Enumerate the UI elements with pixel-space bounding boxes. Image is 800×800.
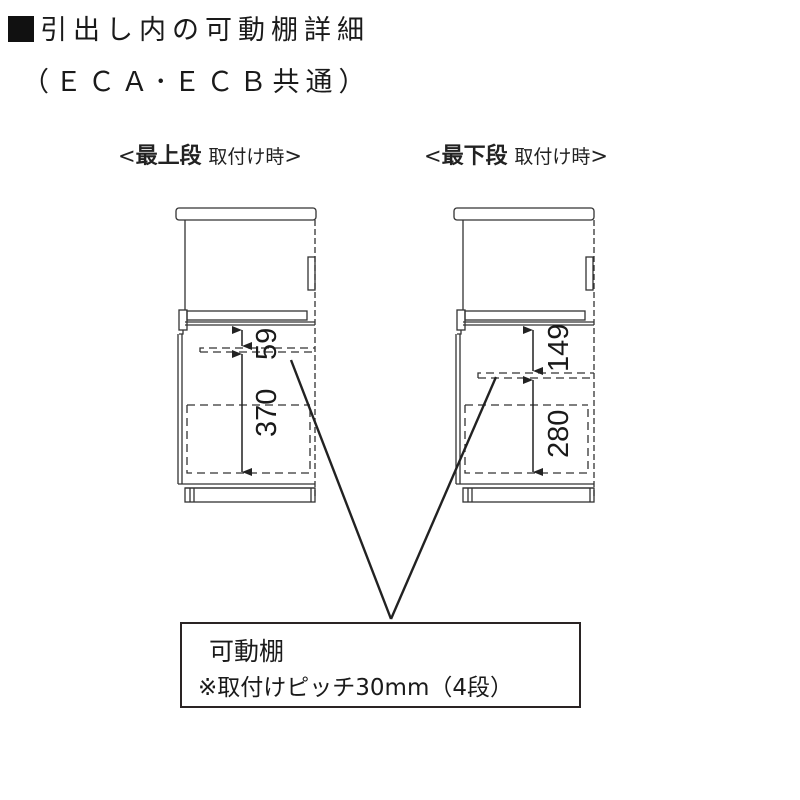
title-text: 引出し内の可動棚詳細 [40,15,370,46]
black-square-icon [8,16,34,42]
caption-open-bracket: < [424,144,442,168]
movable-shelf-callout: 可動棚 ※取付けピッチ30mm（4段） [180,622,581,708]
diagram-subtitle: （ＥＣＡ･ＥＣＢ共通） [22,67,372,98]
dimension-top-gap-left: 59 [251,328,283,360]
cabinet-right [453,207,595,503]
cabinet-left [175,207,317,503]
callout-note: ※取付けピッチ30mm（4段） [198,675,513,701]
caption-open-bracket: < [118,144,136,168]
callout-title: 可動棚 [209,637,285,666]
caption-bold-text: 最上段 [135,144,202,169]
dimension-below-shelf-left: 370 [251,389,283,437]
caption-rest-text: 取付け時 [208,146,285,168]
caption-top-tier: <最上段 取付け時> [118,138,302,170]
leader-lines [289,359,498,620]
dimension-below-shelf-right: 280 [543,410,575,458]
diagram-title: 引出し内の可動棚詳細 [8,8,370,47]
dimension-top-gap-right: 149 [543,324,575,372]
caption-rest-text: 取付け時 [514,146,591,168]
caption-bottom-tier: <最下段 取付け時> [424,138,608,170]
caption-bold-text: 最下段 [441,144,508,169]
caption-close-bracket: > [590,144,608,168]
caption-close-bracket: > [284,144,302,168]
